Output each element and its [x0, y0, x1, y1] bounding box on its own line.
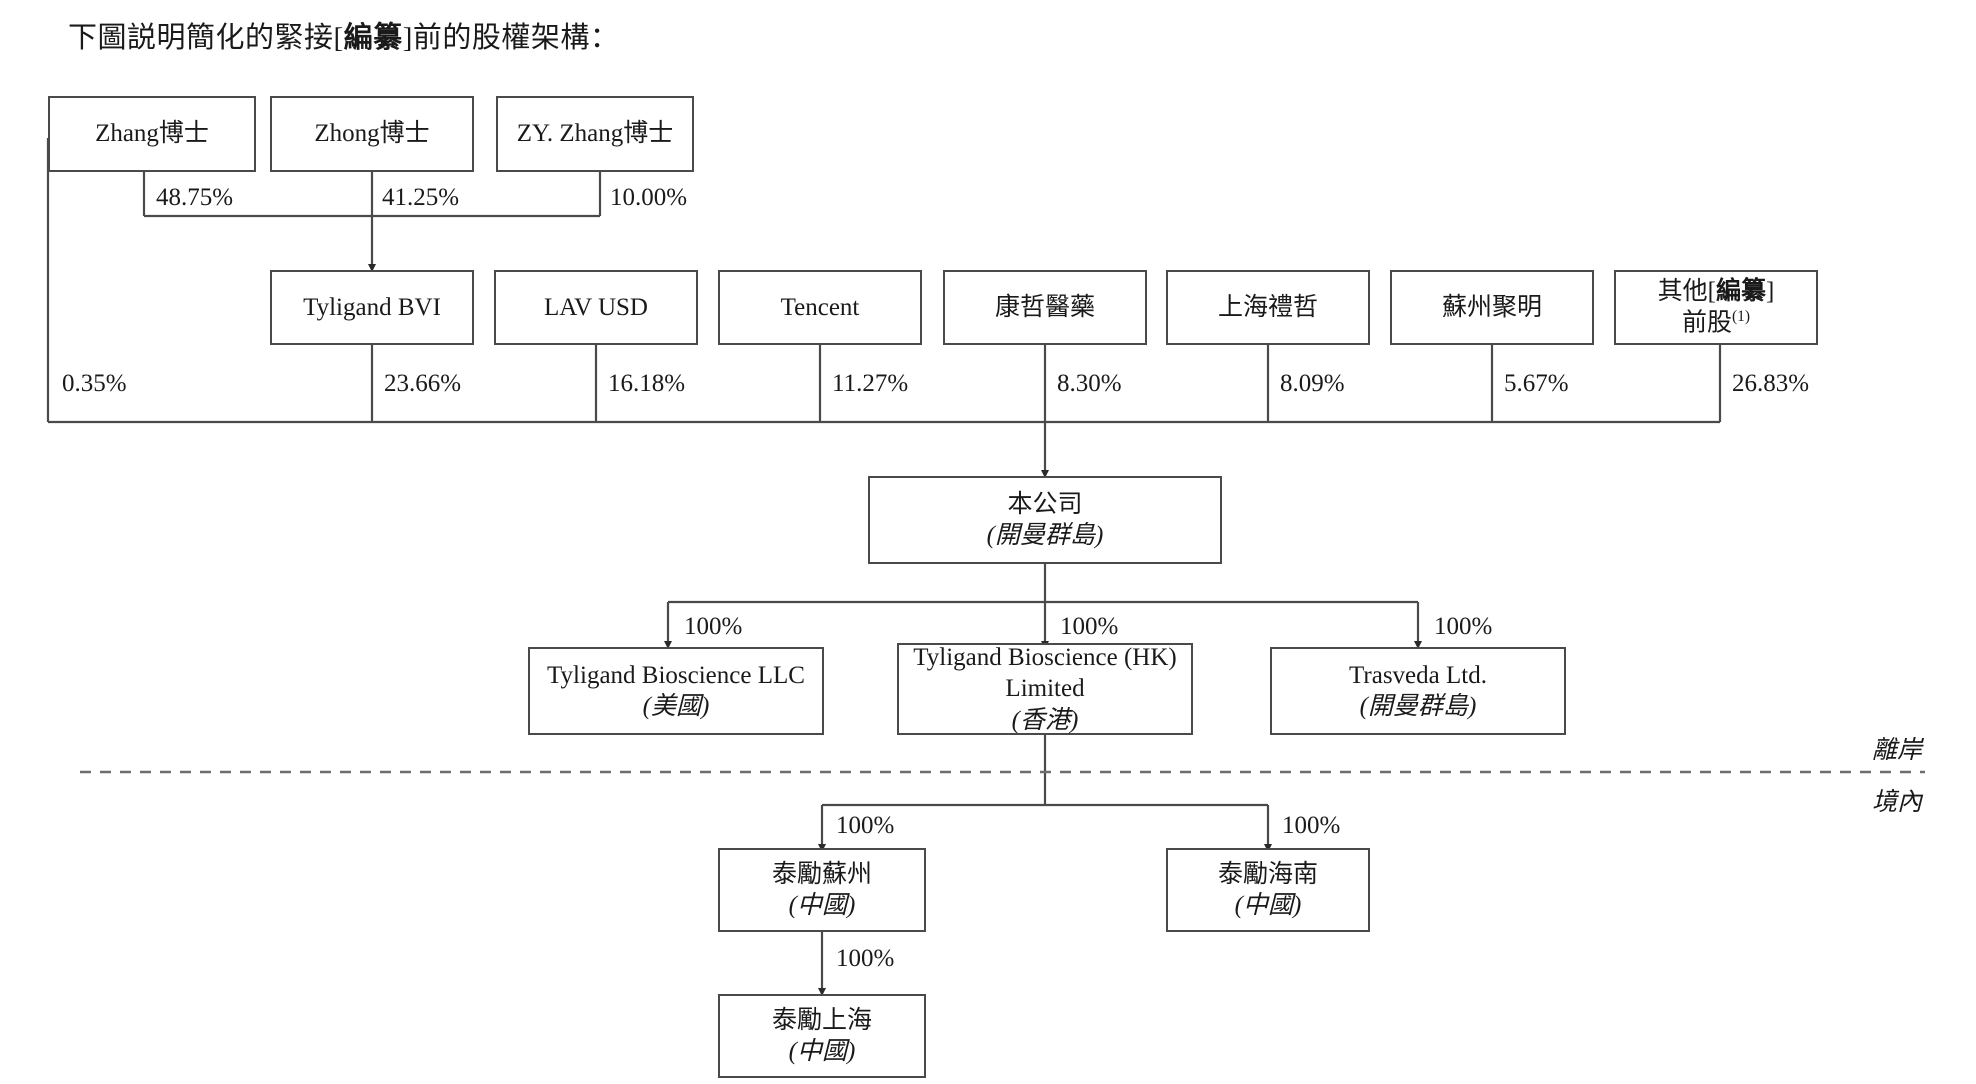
pct-23-66: 23.66% — [384, 370, 462, 397]
node-label: ZY. Zhang博士 — [516, 120, 674, 148]
pct-8-09: 8.09% — [1280, 370, 1345, 397]
node-suzhou-juming[interactable]: 蘇州聚明 — [1390, 270, 1594, 345]
node-tencent[interactable]: Tencent — [718, 270, 922, 345]
node-zhong[interactable]: Zhong博士 — [270, 96, 474, 172]
intro-suffix: ]前的股權架構： — [402, 22, 620, 54]
pct-26-83: 26.83% — [1732, 370, 1810, 397]
pct-100-hk: 100% — [1060, 613, 1119, 640]
footnote-marker: (1) — [1731, 308, 1751, 326]
node-label-jurisdiction: (中國) — [788, 892, 856, 919]
node-company[interactable]: 本公司 (開曼群島) — [868, 476, 1222, 564]
intro-prefix: 下圖説明簡化的緊接[ — [68, 22, 344, 54]
other-prefix: 其他[ — [1657, 278, 1716, 306]
node-label: 上海禮哲 — [1217, 293, 1318, 321]
node-label-line1: Trasveda Ltd. — [1349, 661, 1487, 689]
node-label-line1: Tyligand Bioscience (HK) — [913, 644, 1177, 672]
label-onshore: 境內 — [1872, 789, 1923, 816]
intro-bracket-bold: 編纂 — [343, 22, 403, 54]
node-tyligand-bioscience-hk[interactable]: Tyligand Bioscience (HK) Limited (香港) — [897, 643, 1193, 735]
node-label: Tencent — [780, 293, 860, 321]
node-label: Zhang博士 — [95, 120, 209, 148]
pct-0-35: 0.35% — [62, 370, 127, 397]
label-offshore: 離岸 — [1872, 737, 1923, 764]
pct-100-trasveda: 100% — [1434, 613, 1493, 640]
node-label: 康哲醫藥 — [994, 293, 1095, 321]
pct-41-25: 41.25% — [382, 184, 460, 211]
node-label: LAV USD — [544, 293, 648, 321]
node-label-line1: 泰勵蘇州 — [771, 860, 872, 888]
other-bold: 編纂 — [1715, 278, 1766, 306]
node-zy-zhang[interactable]: ZY. Zhang博士 — [496, 96, 694, 172]
node-label-line1: 本公司 — [1007, 490, 1083, 518]
node-label-jurisdiction: (中國) — [1234, 892, 1302, 919]
pct-11-27: 11.27% — [832, 370, 909, 397]
node-label-jurisdiction: (香港) — [1011, 706, 1079, 734]
pct-16-18: 16.18% — [608, 370, 686, 397]
node-label-jurisdiction: (中國) — [788, 1038, 856, 1065]
node-label-line1: Tyligand Bioscience LLC — [547, 661, 805, 689]
node-taili-suzhou[interactable]: 泰勵蘇州 (中國) — [718, 848, 926, 932]
other-suffix: ] — [1766, 278, 1775, 306]
pct-100-llc: 100% — [684, 613, 743, 640]
pct-100-shanghai: 100% — [836, 945, 895, 972]
node-label-jurisdiction: (美國) — [642, 693, 710, 720]
pct-100-suzhou: 100% — [836, 812, 895, 839]
page-intro-text: 下圖説明簡化的緊接[編纂]前的股權架構： — [68, 14, 619, 56]
node-label-line1: 其他[編纂] — [1658, 276, 1775, 307]
pct-8-30: 8.30% — [1057, 370, 1122, 397]
node-label-jurisdiction: (開曼群島) — [986, 522, 1104, 549]
node-label-line2: 前股(1) — [1682, 307, 1750, 339]
node-other-pre-ipo-shareholders[interactable]: 其他[編纂] 前股(1) — [1614, 270, 1818, 345]
node-label-line1: 泰勵上海 — [771, 1006, 872, 1034]
pct-48-75: 48.75% — [156, 184, 234, 211]
node-kangzhe[interactable]: 康哲醫藥 — [943, 270, 1147, 345]
node-label-line1: 泰勵海南 — [1217, 860, 1318, 888]
node-label-jurisdiction: (開曼群島) — [1359, 693, 1477, 720]
node-shanghai-lizhe[interactable]: 上海禮哲 — [1166, 270, 1370, 345]
node-taili-hainan[interactable]: 泰勵海南 (中國) — [1166, 848, 1370, 932]
pct-5-67: 5.67% — [1504, 370, 1569, 397]
node-label: Zhong博士 — [314, 120, 430, 148]
node-label: 蘇州聚明 — [1441, 293, 1542, 321]
node-lav-usd[interactable]: LAV USD — [494, 270, 698, 345]
node-taili-shanghai[interactable]: 泰勵上海 (中國) — [718, 994, 926, 1078]
node-label: Tyligand BVI — [303, 293, 441, 321]
pct-100-hainan: 100% — [1282, 812, 1341, 839]
other-line2: 前股 — [1681, 309, 1732, 337]
node-tyligand-bvi[interactable]: Tyligand BVI — [270, 270, 474, 345]
node-zhang[interactable]: Zhang博士 — [48, 96, 256, 172]
pct-10-00: 10.00% — [610, 184, 688, 211]
node-label-line1b: Limited — [1005, 675, 1085, 703]
node-trasveda[interactable]: Trasveda Ltd. (開曼群島) — [1270, 647, 1566, 735]
node-tyligand-bioscience-llc[interactable]: Tyligand Bioscience LLC (美國) — [528, 647, 824, 735]
